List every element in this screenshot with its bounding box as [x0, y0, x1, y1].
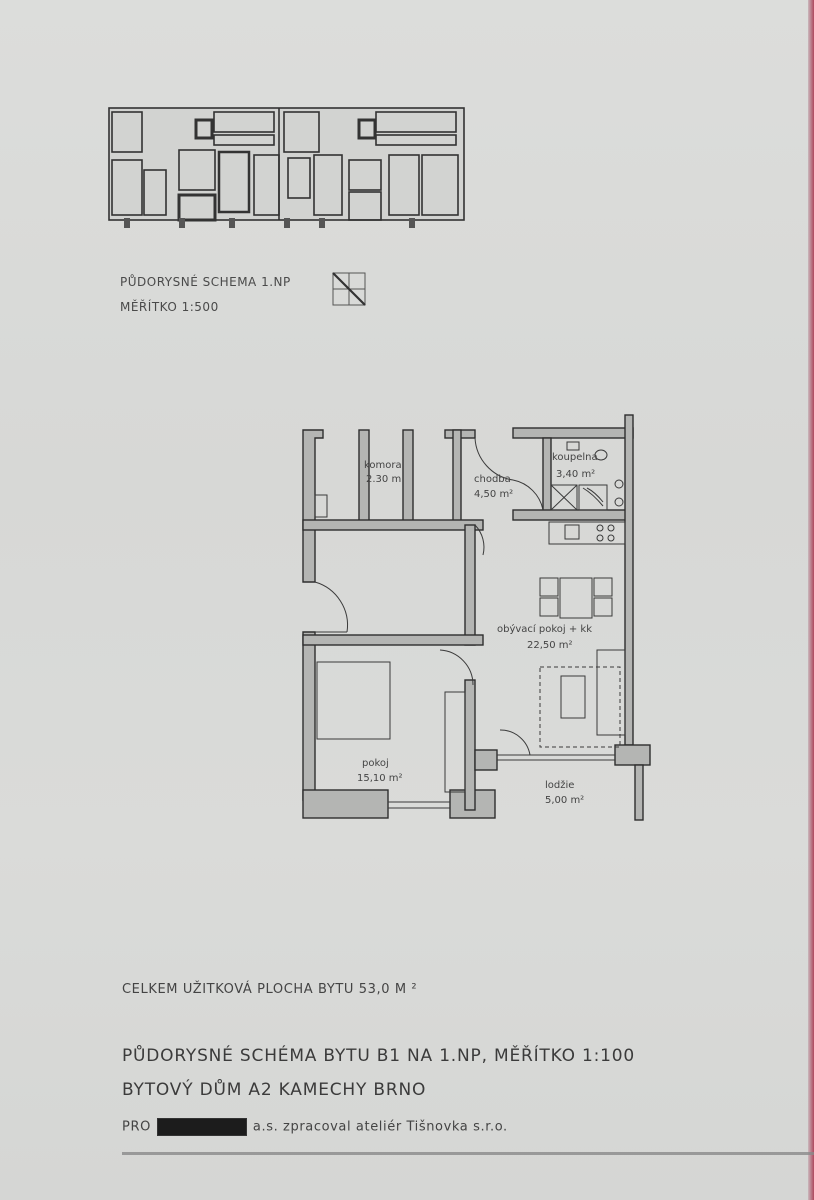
room-name-chodba: chodba [474, 474, 511, 485]
room-area-chodba: 4,50 m² [474, 489, 514, 500]
room-area-koupelna: 3,40 m² [556, 469, 596, 480]
room-area-lodzie: 5,00 m² [545, 795, 585, 806]
credits-line: PRO a.s. zpracoval ateliér Tišnovka s.r.o… [122, 1118, 508, 1136]
drawing-title: PŮDORYSNÉ SCHÉMA BYTU B1 NA 1.NP, MĚŘÍTK… [122, 1046, 636, 1066]
overview-title: PŮDORYSNÉ SCHEMA 1.NP [120, 275, 291, 289]
room-name-pokoj: pokoj [362, 758, 389, 769]
room-area-komora: 2.30 m [366, 474, 402, 485]
room-name-komora: komora [364, 460, 402, 471]
credits-prefix: PRO [122, 1119, 151, 1135]
building-name: BYTOVÝ DŮM A2 KAMECHY BRNO [122, 1080, 427, 1100]
room-name-lodzie: lodžie [545, 780, 575, 791]
room-name-koupelna: koupelna [552, 452, 598, 463]
total-area-label: CELKEM UŽITKOVÁ PLOCHA BYTU 53,0 M ² [122, 982, 418, 997]
bottom-rule [122, 1152, 814, 1155]
overview-scale: MĚŘÍTKO 1:500 [120, 300, 219, 314]
overview-floor-plan [108, 107, 465, 228]
room-area-obyvaci-pokoj: 22,50 m² [527, 640, 573, 651]
north-arrow-icon [332, 272, 366, 306]
room-area-pokoj: 15,10 m² [357, 773, 403, 784]
credits-suffix: a.s. zpracoval ateliér Tišnovka s.r.o. [252, 1119, 508, 1135]
apartment-floor-plan [302, 414, 651, 821]
room-name-obyvaci-pokoj: obývací pokoj + kk [497, 624, 592, 635]
paper-edge [808, 0, 814, 1200]
redacted-client-name [156, 1118, 247, 1136]
